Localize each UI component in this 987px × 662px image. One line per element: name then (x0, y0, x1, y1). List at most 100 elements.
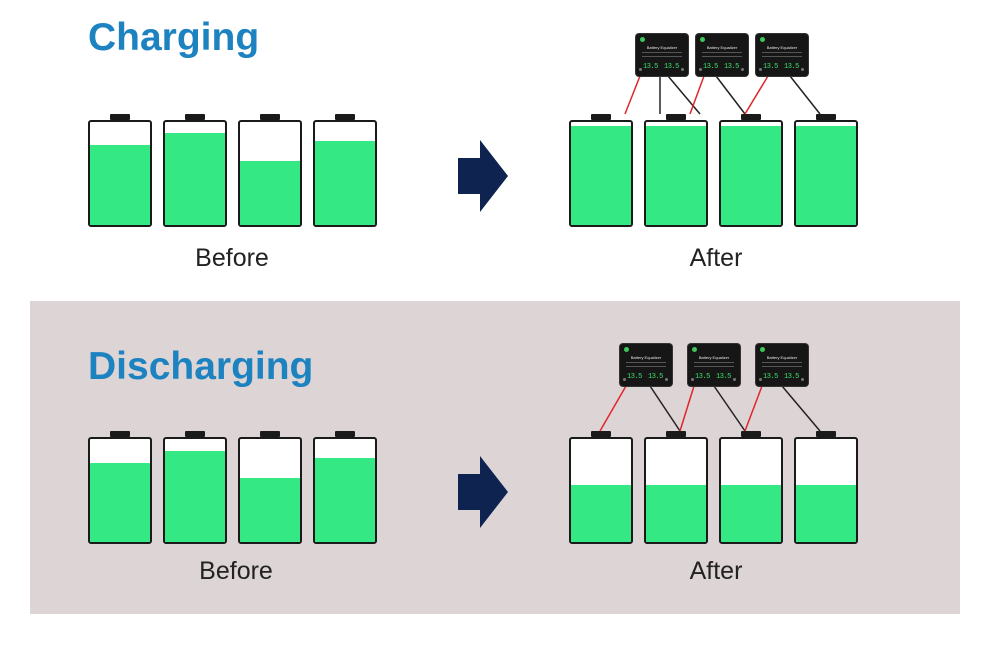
battery-terminal (185, 114, 205, 120)
voltage-display-left: 13.5 (695, 373, 710, 381)
module-spec-line (642, 56, 682, 57)
battery-after-discharging (794, 437, 858, 544)
positive-wire (624, 75, 641, 115)
battery-terminal (741, 114, 761, 120)
mounting-screw (691, 378, 694, 381)
brand-logo-icon (760, 37, 765, 42)
battery-before-discharging (88, 437, 152, 544)
battery-charge-level (240, 161, 300, 225)
module-title: Battery Equalizer (706, 45, 738, 50)
mounting-screw (623, 378, 626, 381)
battery-after-discharging (719, 437, 783, 544)
module-title: Battery Equalizer (630, 355, 662, 360)
module-spec-line (702, 52, 742, 53)
voltage-display-left: 13.5 (627, 373, 642, 381)
brand-logo-icon (624, 347, 629, 352)
voltage-display-right: 13.5 (664, 63, 679, 71)
battery-terminal (335, 431, 355, 437)
battery-before-charging (88, 120, 152, 227)
battery-after-charging (644, 120, 708, 227)
module-spec-line (762, 362, 802, 363)
battery-equalizer-module: Battery Equalizer 13.5 13.5 (756, 344, 808, 386)
discharging-after-caption: After (689, 557, 743, 585)
discharging-before-caption: Before (199, 557, 273, 585)
battery-before-discharging (238, 437, 302, 544)
battery-charge-level (315, 457, 375, 542)
negative-wire (789, 75, 821, 115)
brand-logo-icon (692, 347, 697, 352)
battery-after-charging (569, 120, 633, 227)
battery-terminal (260, 114, 280, 120)
positive-wire (689, 75, 705, 115)
negative-wire (715, 75, 746, 115)
battery-terminal (110, 431, 130, 437)
charging-before-caption: Before (195, 244, 269, 272)
battery-after-discharging (569, 437, 633, 544)
module-title: Battery Equalizer (766, 45, 798, 50)
battery-before-discharging (313, 437, 377, 544)
battery-after-charging (794, 120, 858, 227)
brand-logo-icon (700, 37, 705, 42)
module-spec-line (642, 52, 682, 53)
battery-terminal (110, 114, 130, 120)
module-title: Battery Equalizer (766, 355, 798, 360)
battery-equalizer-module: Battery Equalizer 13.5 13.5 (620, 344, 672, 386)
battery-terminal (260, 431, 280, 437)
voltage-display-left: 13.5 (703, 63, 718, 71)
module-spec-line (762, 56, 802, 57)
battery-equalizer-module: Battery Equalizer 13.5 13.5 (688, 344, 740, 386)
battery-before-discharging (163, 437, 227, 544)
battery-terminal (816, 114, 836, 120)
brand-logo-icon (760, 347, 765, 352)
mounting-screw (801, 378, 804, 381)
battery-before-charging (238, 120, 302, 227)
voltage-display-left: 13.5 (763, 373, 778, 381)
battery-charge-level (646, 126, 706, 225)
module-spec-line (626, 366, 666, 367)
mounting-screw (665, 378, 668, 381)
positive-wire (744, 75, 769, 115)
battery-terminal (591, 114, 611, 120)
voltage-display-right: 13.5 (784, 63, 799, 71)
battery-charge-level (571, 485, 631, 542)
battery-terminal (666, 431, 686, 437)
module-title: Battery Equalizer (698, 355, 730, 360)
mounting-screw (759, 378, 762, 381)
voltage-display-right: 13.5 (784, 373, 799, 381)
battery-charge-level (315, 140, 375, 225)
battery-charge-level (240, 478, 300, 542)
battery-charge-level (571, 126, 631, 225)
mounting-screw (699, 68, 702, 71)
module-spec-line (762, 52, 802, 53)
battery-terminal (335, 114, 355, 120)
negative-wire (667, 75, 701, 115)
module-spec-line (626, 362, 666, 363)
mounting-screw (639, 68, 642, 71)
mounting-screw (741, 68, 744, 71)
battery-charge-level (90, 144, 150, 225)
battery-terminal (591, 431, 611, 437)
voltage-display-left: 13.5 (643, 63, 658, 71)
module-spec-line (762, 366, 802, 367)
battery-charge-level (721, 126, 781, 225)
battery-before-charging (313, 120, 377, 227)
battery-charge-level (165, 133, 225, 225)
battery-terminal (816, 431, 836, 437)
right-arrow-icon (458, 456, 508, 528)
battery-terminal (666, 114, 686, 120)
voltage-display-right: 13.5 (648, 373, 663, 381)
battery-terminal (741, 431, 761, 437)
battery-charge-level (796, 126, 856, 225)
charging-title: Charging (88, 16, 260, 59)
mounting-screw (681, 68, 684, 71)
battery-charge-level (165, 451, 225, 542)
battery-charge-level (90, 462, 150, 542)
battery-terminal (185, 431, 205, 437)
battery-charge-level (646, 485, 706, 542)
charging-after-caption: After (689, 244, 743, 272)
battery-charge-level (721, 485, 781, 542)
voltage-display-right: 13.5 (716, 373, 731, 381)
